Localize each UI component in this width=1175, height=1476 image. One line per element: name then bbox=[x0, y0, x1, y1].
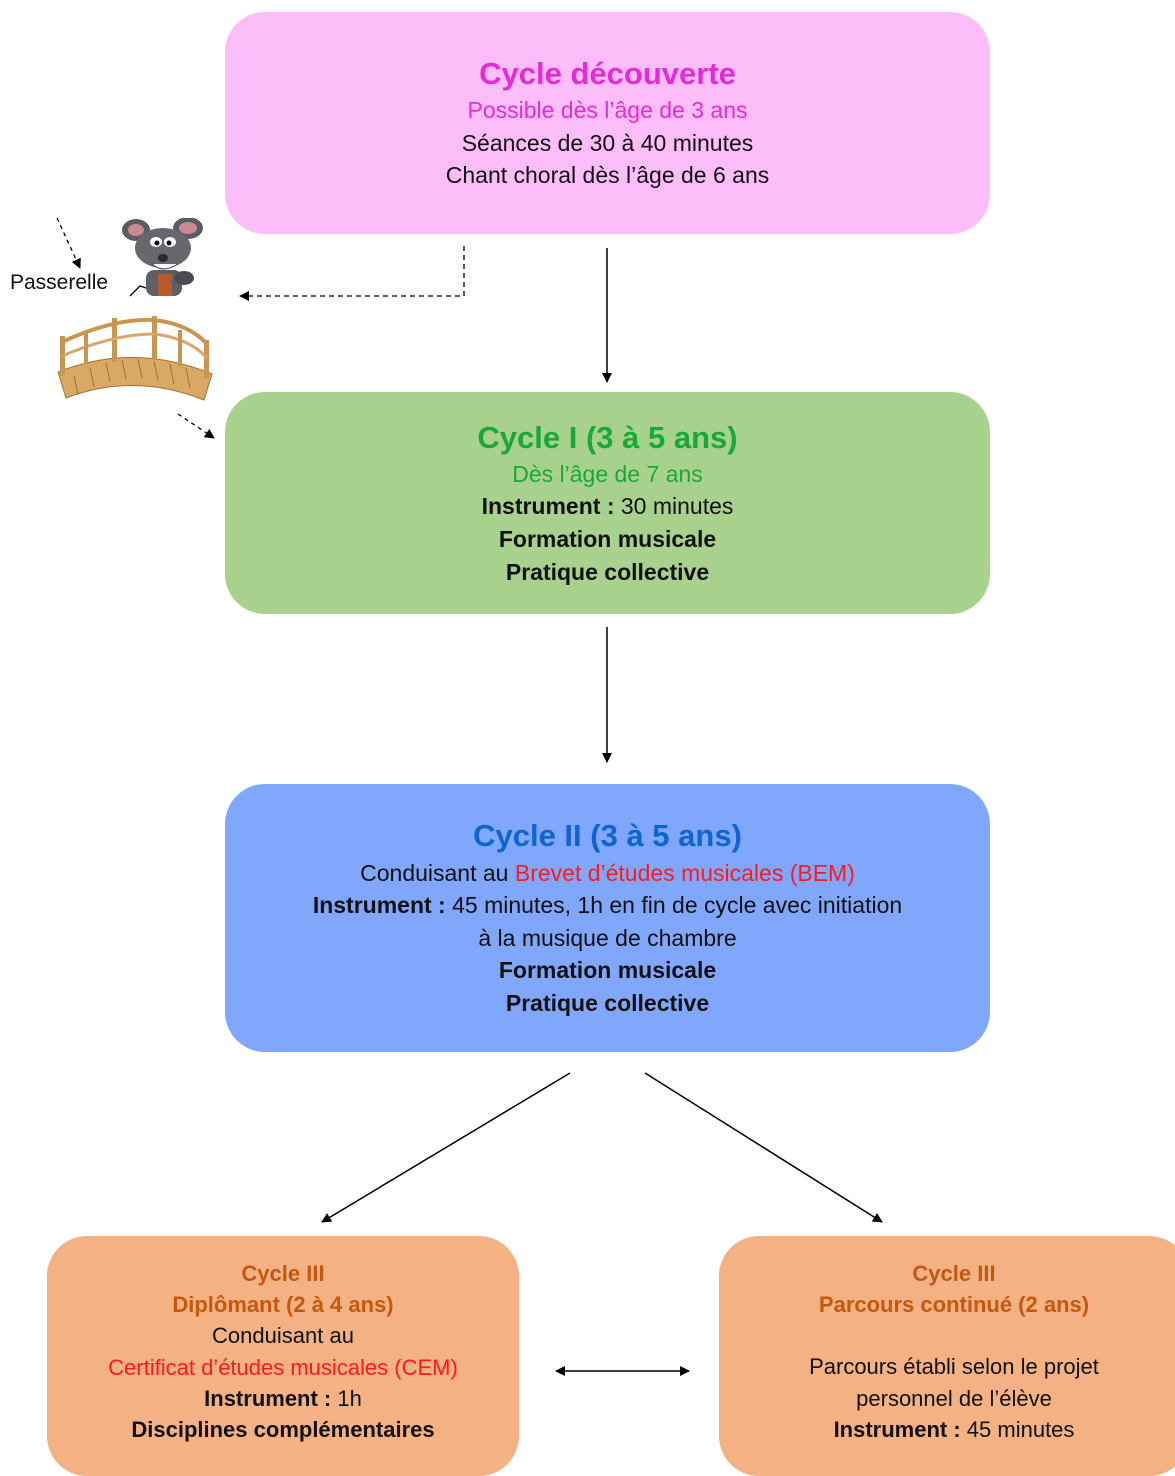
cycle-1-instrument-value: 30 minutes bbox=[614, 493, 734, 520]
dashed-arrow-bridge-to-cycle1 bbox=[177, 413, 215, 439]
cycle-3-diplomant-instrument: Instrument : 1h bbox=[204, 1383, 362, 1414]
cycle-3-parcours-box: Cycle III Parcours continué (2 ans) Parc… bbox=[719, 1236, 1175, 1476]
cycle-3-parcours-line1: Parcours établi selon le projet bbox=[809, 1354, 1099, 1380]
cycle-2-instrument-value: 45 minutes, 1h en fin de cycle avec init… bbox=[445, 892, 903, 919]
cycle-2-instrument: Instrument : 45 minutes, 1h en fin de cy… bbox=[313, 889, 902, 922]
arrow-cycle2-to-cycle3-diplomant bbox=[321, 1072, 571, 1223]
cycle-3-parcours-instrument-label: Instrument : bbox=[833, 1416, 961, 1442]
cycle-3-diplomant-box: Cycle III Diplômant (2 à 4 ans) Conduisa… bbox=[47, 1236, 519, 1476]
cycle-2-diploma-line: Conduisant au Brevet d’études musicales … bbox=[360, 857, 855, 890]
cycle-2-instrument-label: Instrument : bbox=[312, 892, 446, 919]
cycle-decouverte-box: Cycle découverte Possible dès l’âge de 3… bbox=[225, 12, 990, 234]
cycle-decouverte-choral: Chant choral dès l’âge de 6 ans bbox=[445, 162, 770, 189]
cycle-2-conduisant: Conduisant au bbox=[360, 859, 515, 886]
dashed-arrow-to-passerelle bbox=[56, 217, 81, 269]
cycle-2-formation: Formation musicale bbox=[498, 957, 717, 984]
cycle-3-diplomant-diploma: Certificat d’études musicales (CEM) bbox=[108, 1354, 458, 1380]
cycle-1-age: Dès l’âge de 7 ans bbox=[512, 460, 703, 487]
cycle-3-diplomant-instrument-value: 1h bbox=[331, 1385, 362, 1411]
cycle-3-diplomant-conduisant: Conduisant au bbox=[212, 1323, 354, 1349]
cycle-2-box: Cycle II (3 à 5 ans) Conduisant au Breve… bbox=[225, 784, 990, 1052]
cycle-2-instrument-cont: à la musique de chambre bbox=[478, 924, 737, 951]
cycle-1-instrument: Instrument : 30 minutes bbox=[482, 490, 734, 523]
wooden-bridge-icon bbox=[57, 316, 213, 401]
cycle-3-diplomant-title: Cycle III bbox=[241, 1261, 325, 1286]
cycle-3-diplomant-disciplines: Disciplines complémentaires bbox=[131, 1417, 435, 1443]
cycle-decouverte-title: Cycle découverte bbox=[479, 55, 736, 91]
cycle-1-pratique: Pratique collective bbox=[505, 558, 710, 585]
cycle-2-diploma: Brevet d’études musicales (BEM) bbox=[514, 859, 855, 886]
arrow-cycle2-to-cycle3-parcours bbox=[644, 1072, 883, 1223]
cycle-3-parcours-instrument: Instrument : 45 minutes bbox=[834, 1414, 1075, 1445]
cycle-1-formation: Formation musicale bbox=[498, 526, 717, 553]
cycle-2-pratique: Pratique collective bbox=[505, 990, 710, 1017]
cycle-3-parcours-line2: personnel de l’élève bbox=[856, 1385, 1052, 1411]
cycle-3-diplomant-instrument-label: Instrument : bbox=[204, 1385, 332, 1411]
cycle-1-instrument-label: Instrument : bbox=[481, 493, 615, 520]
dashed-arrow-passerelle bbox=[239, 246, 465, 301]
cycle-1-title: Cycle I (3 à 5 ans) bbox=[477, 419, 738, 455]
cycle-1-box: Cycle I (3 à 5 ans) Dès l’âge de 7 ans I… bbox=[225, 392, 990, 614]
cycle-2-title: Cycle II (3 à 5 ans) bbox=[473, 818, 742, 854]
cycle-3-parcours-instrument-value: 45 minutes bbox=[960, 1416, 1075, 1442]
cycle-decouverte-sessions: Séances de 30 à 40 minutes bbox=[461, 129, 754, 156]
cycle-3-diplomant-subtitle: Diplômant (2 à 4 ans) bbox=[172, 1292, 394, 1318]
cycle-3-parcours-title: Cycle III bbox=[912, 1261, 996, 1286]
cycle-3-parcours-subtitle: Parcours continué (2 ans) bbox=[818, 1292, 1090, 1318]
cartoon-rat-icon bbox=[122, 218, 203, 296]
passerelle-label: Passerelle bbox=[10, 271, 109, 294]
cycle-decouverte-age: Possible dès l’âge de 3 ans bbox=[467, 97, 748, 124]
